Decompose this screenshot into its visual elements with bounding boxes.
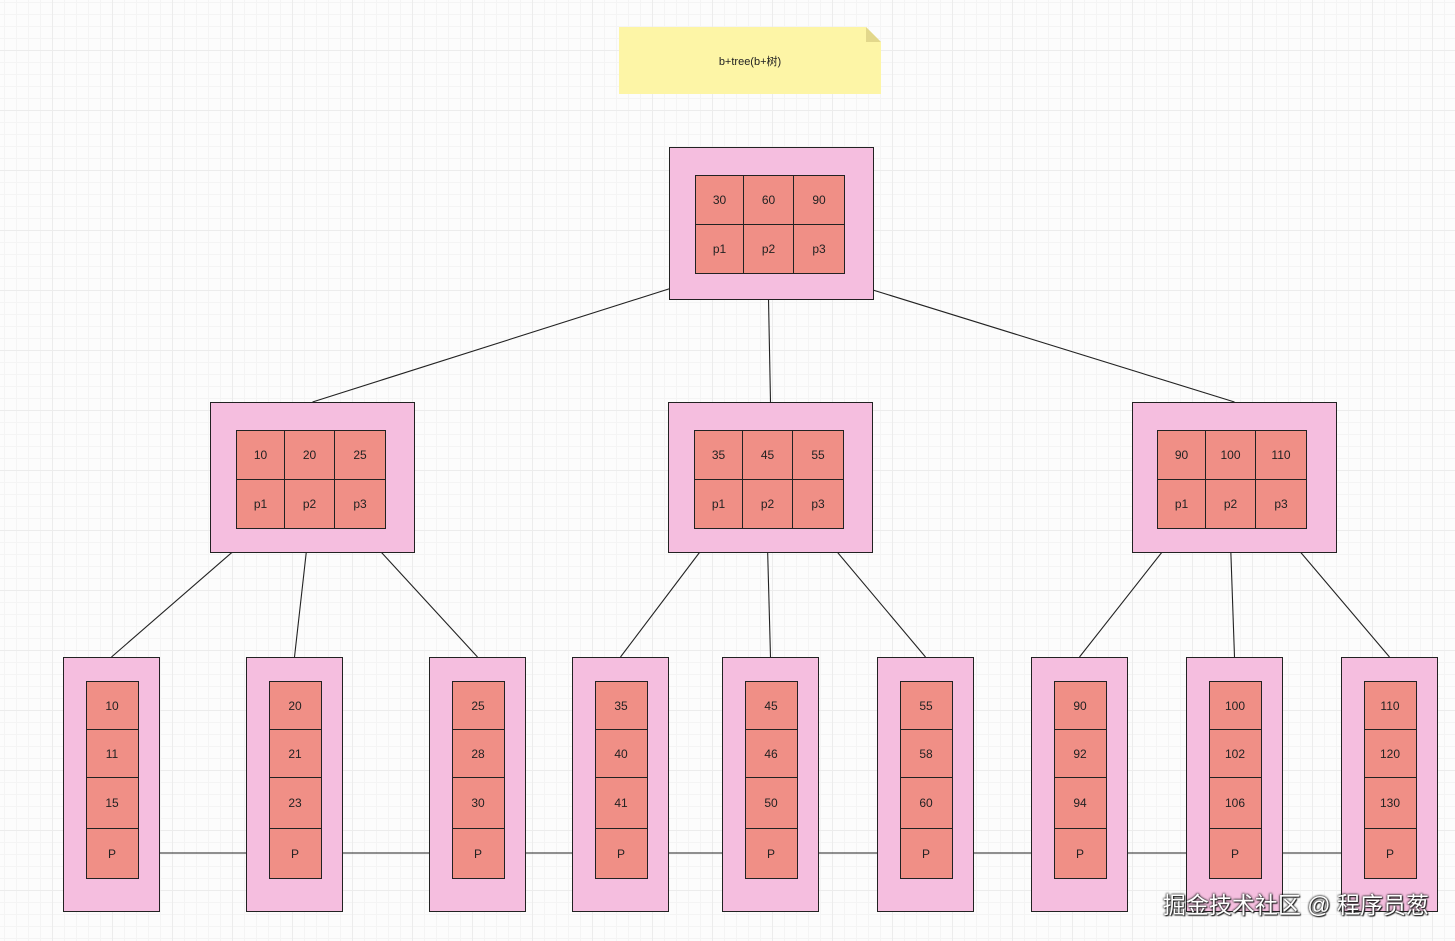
leaf-key: 45 <box>744 681 798 730</box>
leaf-key: 35 <box>594 681 648 730</box>
internal-1-key: 10 <box>236 430 285 480</box>
leaf-key: 110 <box>1363 681 1417 730</box>
title-note: b+tree(b+树) <box>619 27 881 94</box>
internal-2-key: 45 <box>742 430 793 480</box>
internal-1-pointer: p1 <box>236 479 285 529</box>
leaf-key: 55 <box>899 681 953 730</box>
leaf-key: 11 <box>85 729 139 778</box>
leaf-key: 21 <box>268 729 322 778</box>
internal-2-key: 55 <box>792 430 844 480</box>
root-pointer: p3 <box>793 224 845 274</box>
leaf-key: 30 <box>451 777 505 829</box>
leaf-key: 28 <box>451 729 505 778</box>
leaf-next-pointer: P <box>268 828 322 879</box>
leaf-key: 15 <box>85 777 139 829</box>
internal-3-key: 100 <box>1205 430 1256 480</box>
leaf-next-pointer: P <box>1208 828 1262 879</box>
internal-1-pointer: p3 <box>334 479 386 529</box>
leaf-key: 58 <box>899 729 953 778</box>
internal-1-key: 25 <box>334 430 386 480</box>
leaf-key: 60 <box>899 777 953 829</box>
internal-2-pointer: p3 <box>792 479 844 529</box>
internal-3-pointer: p2 <box>1205 479 1256 529</box>
leaf-key: 120 <box>1363 729 1417 778</box>
leaf-next-pointer: P <box>451 828 505 879</box>
root-pointer: p1 <box>695 224 744 274</box>
leaf-key: 94 <box>1053 777 1107 829</box>
leaf-key: 46 <box>744 729 798 778</box>
root-pointer: p2 <box>743 224 794 274</box>
internal-3-pointer: p3 <box>1255 479 1307 529</box>
leaf-key: 106 <box>1208 777 1262 829</box>
root-key: 30 <box>695 175 744 225</box>
leaf-next-pointer: P <box>1053 828 1107 879</box>
leaf-next-pointer: P <box>1363 828 1417 879</box>
title-note-text: b+tree(b+树) <box>718 55 782 68</box>
leaf-key: 23 <box>268 777 322 829</box>
leaf-key: 90 <box>1053 681 1107 730</box>
internal-2-pointer: p2 <box>742 479 793 529</box>
leaf-key: 41 <box>594 777 648 829</box>
leaf-key: 92 <box>1053 729 1107 778</box>
internal-1-key: 20 <box>284 430 335 480</box>
edge-root-to-internal-1 <box>312 272 720 403</box>
leaf-next-pointer: P <box>899 828 953 879</box>
leaf-key: 25 <box>451 681 505 730</box>
leaf-next-pointer: P <box>744 828 798 879</box>
watermark: 掘金技术社区 @ 程序员葱 <box>1162 892 1429 918</box>
leaf-next-pointer: P <box>85 828 139 879</box>
root-key: 60 <box>743 175 794 225</box>
internal-2-key: 35 <box>694 430 743 480</box>
internal-2-pointer: p1 <box>694 479 743 529</box>
root-key: 90 <box>793 175 845 225</box>
leaf-key: 102 <box>1208 729 1262 778</box>
internal-3-pointer: p1 <box>1157 479 1206 529</box>
leaf-key: 50 <box>744 777 798 829</box>
leaf-key: 40 <box>594 729 648 778</box>
leaf-key: 10 <box>85 681 139 730</box>
leaf-key: 20 <box>268 681 322 730</box>
internal-3-key: 90 <box>1157 430 1206 480</box>
edge-root-to-internal-3 <box>817 272 1235 403</box>
leaf-key: 100 <box>1208 681 1262 730</box>
leaf-key: 130 <box>1363 777 1417 829</box>
leaf-next-pointer: P <box>594 828 648 879</box>
internal-1-pointer: p2 <box>284 479 335 529</box>
internal-3-key: 110 <box>1255 430 1307 480</box>
